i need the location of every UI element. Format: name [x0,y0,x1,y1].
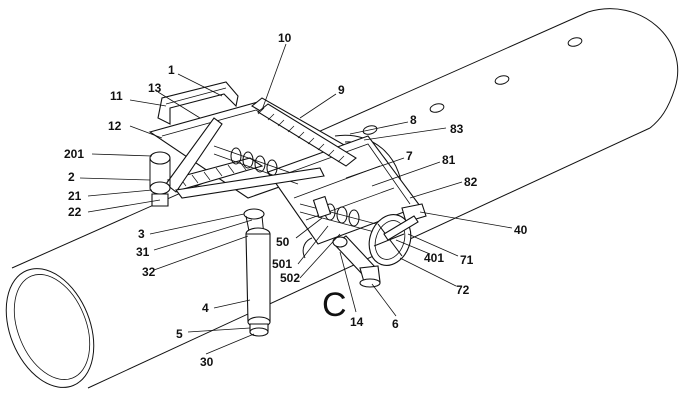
label-2: 2 [68,170,75,184]
label-7: 7 [406,149,413,163]
label-14: 14 [350,315,364,329]
carry-handle [157,81,239,125]
label-32: 32 [142,265,156,279]
label-72: 72 [456,283,470,297]
label-12: 12 [108,119,122,133]
reference-numerals: 10 1 9 13 11 12 8 83 201 7 81 2 82 21 22… [64,31,528,369]
slider-screw [299,195,385,235]
label-83: 83 [450,122,464,136]
label-22: 22 [68,205,82,219]
label-401: 401 [424,251,444,265]
toothed-rack [257,103,357,167]
label-502: 502 [280,271,300,285]
label-30: 30 [200,355,214,369]
left-pivot [149,151,171,207]
label-31: 31 [136,245,150,259]
label-71: 71 [460,253,474,267]
handwheel [368,214,419,266]
label-81: 81 [442,153,456,167]
label-1: 1 [168,63,175,77]
label-13: 13 [148,81,162,95]
label-501: 501 [272,257,292,271]
label-21: 21 [68,189,82,203]
label-10: 10 [278,31,292,45]
label-3: 3 [138,227,145,241]
label-201: 201 [64,147,84,161]
label-50: 50 [276,235,290,249]
label-8: 8 [410,113,417,127]
label-6: 6 [392,317,399,331]
label-40: 40 [514,223,528,237]
lower-rack [166,157,264,191]
support-leg-left [243,208,271,337]
support-leg-right [332,235,381,288]
leader-lines [79,43,513,355]
section-mark: C [322,286,347,324]
label-4: 4 [202,301,209,315]
label-82: 82 [464,175,478,189]
label-9: 9 [338,83,345,97]
cross-arm [165,117,325,199]
label-5: 5 [176,327,183,341]
label-11: 11 [110,89,123,103]
